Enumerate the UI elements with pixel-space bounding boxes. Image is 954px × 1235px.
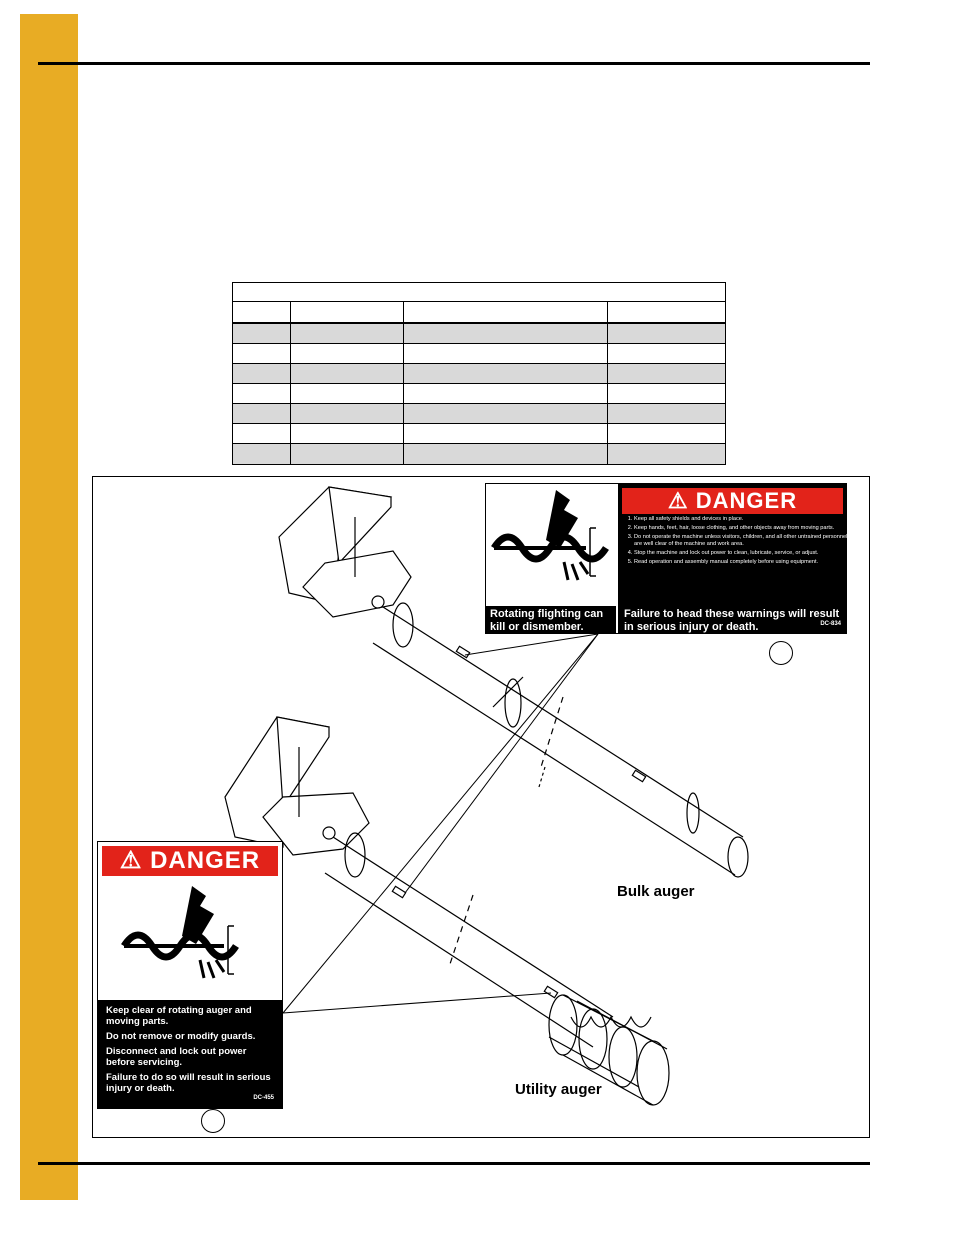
utility-auger-tube (324, 832, 614, 1048)
leader-lines (282, 633, 599, 1014)
list-item: Keep all safety shields and devices in p… (634, 516, 852, 523)
decal-instructions: Keep all safety shields and devices in p… (624, 516, 852, 568)
danger-banner: ⚠ DANGER (622, 488, 843, 514)
table-row (233, 444, 725, 464)
bulk-auger-label: Bulk auger (617, 883, 695, 900)
table-row (233, 344, 725, 364)
danger-label: DANGER (695, 488, 798, 513)
table-row (233, 364, 725, 384)
table-title-row (233, 283, 725, 302)
bulk-auger-head (278, 486, 412, 618)
table-row (233, 404, 725, 424)
decal-left-caption: Rotating flighting can kill or dismember… (486, 606, 616, 634)
table-row (233, 384, 725, 404)
danger-decal-dc455: ⚠ DANGER Keep clear of rotating auger an… (97, 841, 283, 1109)
decal-message: Keep clear of rotating auger and moving … (106, 1005, 252, 1027)
rotating-flighting-hand-icon (491, 490, 609, 581)
decal-code: DC-455 (253, 1095, 274, 1101)
decal-message: Failure to do so will result in serious … (106, 1072, 271, 1094)
table-header-row (233, 302, 725, 324)
auger-decal-figure: Rotating flighting can kill or dismember… (92, 476, 870, 1138)
warning-triangle-icon: ⚠ (119, 847, 143, 874)
list-item: Do not operate the machine unless visito… (634, 534, 852, 548)
table-row (233, 424, 725, 444)
chapter-tab-bar (20, 14, 78, 1200)
auger-drawing (224, 486, 749, 1106)
list-item: Keep hands, feet, hair, loose clothing, … (634, 525, 852, 532)
utility-intake-cage (548, 994, 670, 1106)
utility-auger-head (224, 716, 370, 856)
utility-auger-label: Utility auger (515, 1081, 602, 1098)
decal-code: DC-834 (820, 621, 841, 627)
callout-circle (201, 1109, 225, 1133)
decal-table (232, 282, 726, 465)
danger-decal-dc834: Rotating flighting can kill or dismember… (485, 483, 847, 634)
header-rule (38, 62, 870, 65)
decal-right-caption: Failure to head these warnings will resu… (618, 606, 847, 634)
warning-triangle-icon: ⚠ (667, 488, 689, 513)
danger-banner: ⚠ DANGER (102, 846, 278, 876)
decal-messages: Keep clear of rotating auger and moving … (98, 1000, 282, 1108)
callout-circle (769, 641, 793, 665)
rotating-auger-hand-icon (121, 886, 239, 979)
list-item: Read operation and assembly manual compl… (634, 559, 852, 566)
danger-label: DANGER (150, 847, 261, 874)
decal-message: Do not remove or modify guards. (106, 1031, 256, 1042)
bulk-auger-tube (372, 602, 749, 878)
list-item: Stop the machine and lock out power to c… (634, 550, 852, 557)
table-row (233, 324, 725, 344)
decal-right-caption-text: Failure to head these warnings will resu… (624, 608, 840, 633)
decal-message: Disconnect and lock out power before ser… (106, 1046, 247, 1068)
decal-warning-panel: ⚠ DANGER Keep all safety shields and dev… (618, 484, 847, 606)
footer-rule (38, 1162, 870, 1165)
